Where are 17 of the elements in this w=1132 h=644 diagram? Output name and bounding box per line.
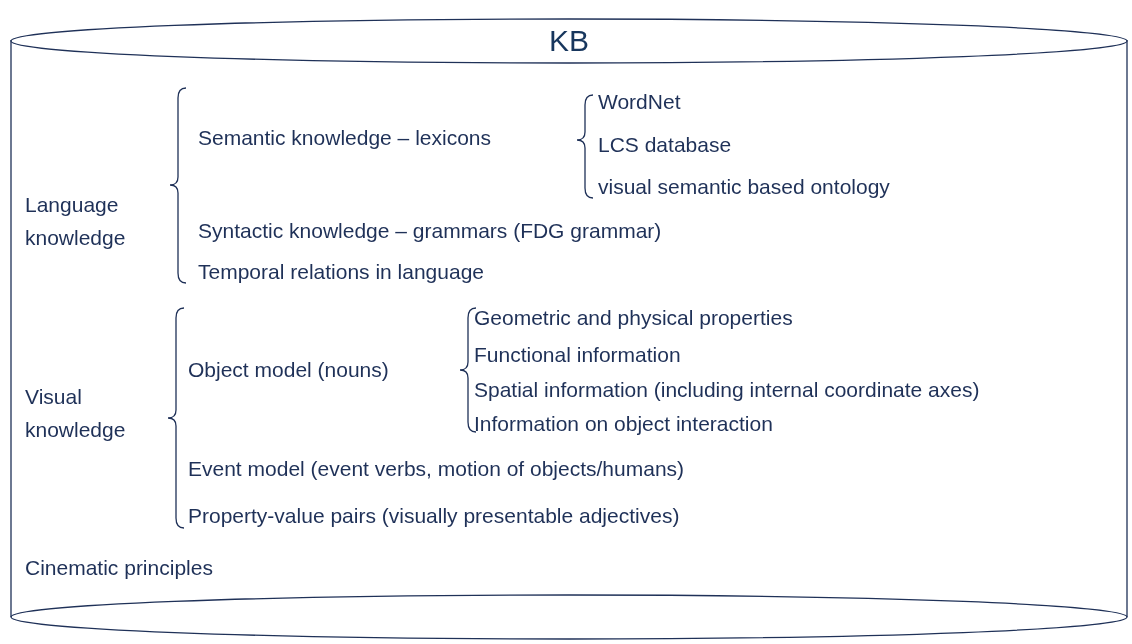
category-label: Visual knowledge — [25, 384, 127, 443]
item-label: Semantic knowledge – lexicons — [198, 125, 491, 151]
item-label: Spatial information (including internal coordinate axes) — [474, 377, 980, 403]
item-label: Property-value pairs (visually presentable adjectives) — [188, 503, 680, 529]
item-label: Event model (event verbs, motion of objects/humans) — [188, 456, 685, 482]
item-label: LCS database — [598, 132, 732, 158]
item-label: Object model (nouns) — [188, 357, 389, 383]
item-label: Temporal relations in language — [198, 259, 484, 285]
item-label: Information on object interaction — [474, 411, 773, 437]
item-label: Syntactic knowledge – grammars (FDG grammar) — [198, 218, 662, 244]
item-label: Functional information — [474, 342, 681, 368]
category-label: Cinematic principles — [25, 555, 213, 581]
item-label: WordNet — [598, 89, 681, 115]
cylinder-title: KB — [549, 24, 589, 58]
category-label: Language knowledge — [25, 192, 127, 251]
item-label: visual semantic based ontology — [598, 174, 890, 200]
item-label: Geometric and physical properties — [474, 305, 793, 331]
